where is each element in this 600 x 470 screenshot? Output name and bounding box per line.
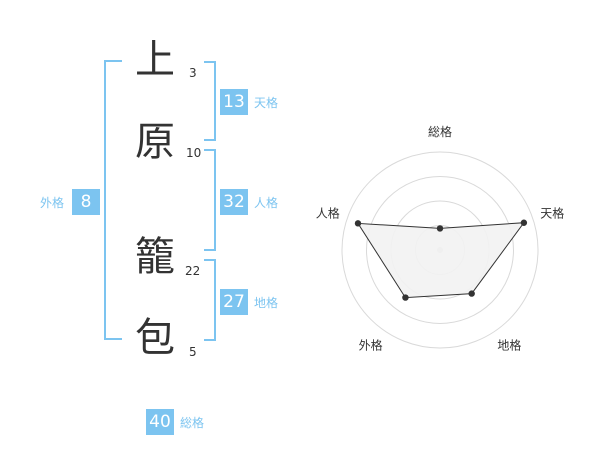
radar-point-1 (436, 225, 444, 232)
radar-axis-label-2: 天格 (540, 206, 564, 221)
tenkaku-value: 13 (220, 89, 248, 115)
radar-ring-3 (366, 176, 514, 324)
radar-axis-label-5: 人格 (316, 206, 340, 221)
gaikaku-value: 8 (72, 189, 100, 215)
stroke-count-1: 3 (189, 66, 197, 80)
radar-axis-label-1: 総格 (428, 124, 452, 139)
radar-point-2 (520, 219, 528, 226)
radar-point-3 (468, 290, 475, 297)
jinkaku-value: 32 (220, 189, 248, 215)
name-char-4: 包 (135, 315, 175, 361)
soukaku-label: 総格 (180, 416, 205, 430)
stroke-count-3: 22 (185, 264, 201, 278)
radar-points (354, 219, 528, 301)
chikaku-label: 地格 (254, 296, 279, 310)
name-char-1: 上 (135, 37, 175, 83)
radar-area (357, 222, 525, 299)
stroke-count-2: 10 (186, 146, 202, 160)
radar-ring-4 (341, 151, 539, 349)
stroke-count-4: 5 (189, 345, 197, 359)
chikaku-value: 27 (220, 289, 248, 315)
radar-point-5 (354, 220, 362, 227)
name-char-3: 籠 (135, 234, 175, 280)
radar-axis-label-3: 地格 (497, 338, 521, 353)
soukaku-value: 40 (146, 409, 174, 435)
tenkaku-label: 天格 (254, 96, 279, 110)
radar-axis-label-4: 外格 (359, 338, 383, 353)
jinkaku-label: 人格 (254, 196, 279, 210)
name-char-2: 原 (135, 119, 175, 165)
radar-point-4 (402, 294, 409, 301)
gaikaku-label: 外格 (40, 196, 65, 210)
